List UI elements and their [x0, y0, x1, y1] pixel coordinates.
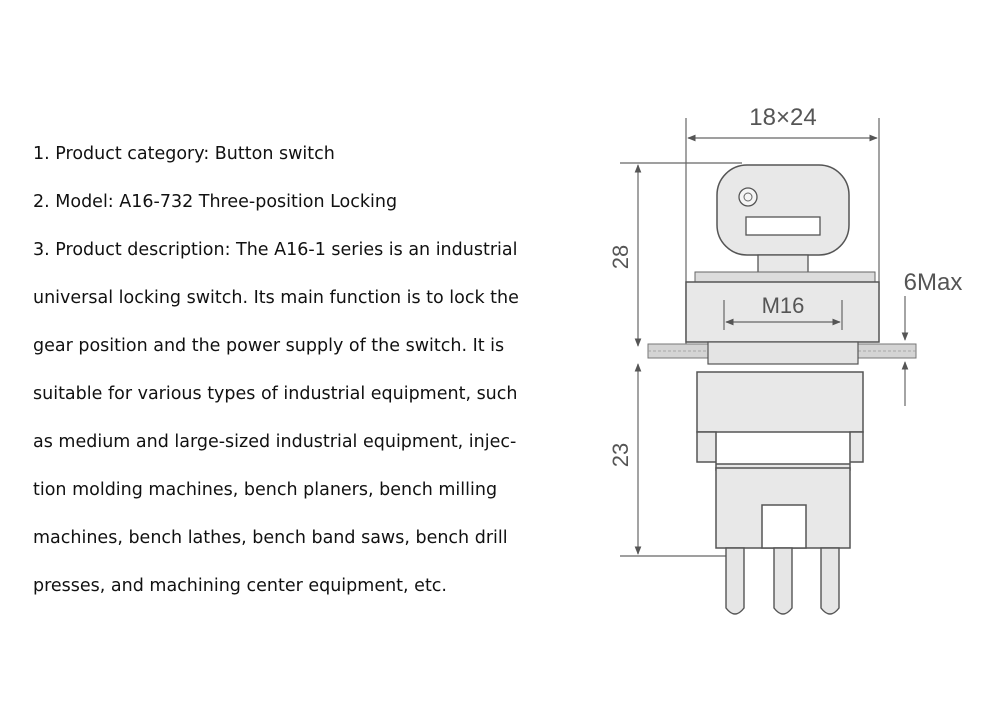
width-label: 18×24 — [749, 104, 816, 131]
lower-height-dimension — [620, 363, 730, 557]
product-description: 1. Product category: Button switch 2. Mo… — [33, 130, 523, 610]
thread-dimension — [723, 300, 843, 330]
bezel-body — [685, 281, 880, 343]
model-line: 2. Model: A16-732 Three-position Locking — [33, 192, 398, 212]
mounting-panel — [647, 341, 917, 365]
description-line: tion molding machines, bench planers, be… — [33, 480, 498, 500]
upper-height-dimension — [620, 162, 742, 347]
description-line: gear position and the power supply of th… — [33, 336, 505, 356]
key-head — [694, 164, 876, 283]
category-line: 1. Product category: Button switch — [33, 144, 335, 164]
lower-height-label: 23 — [608, 443, 633, 467]
description-line: 3. Product description: The A16-1 series… — [33, 240, 518, 260]
switch-dimension-drawing: 18×24 28 M16 6Max 23 — [608, 104, 963, 615]
upper-height-label: 28 — [608, 245, 633, 269]
switch-body — [696, 371, 864, 549]
description-line: suitable for various types of industrial… — [33, 384, 518, 404]
description-line: universal locking switch. Its main funct… — [33, 288, 519, 308]
description-line: as medium and large-sized industrial equ… — [33, 432, 517, 452]
description-line: presses, and machining center equipment,… — [33, 576, 447, 596]
terminal-pins — [725, 547, 840, 615]
description-line: machines, bench lathes, bench band saws,… — [33, 528, 508, 548]
thread-label: M16 — [762, 293, 805, 318]
panel-label: 6Max — [904, 269, 963, 296]
